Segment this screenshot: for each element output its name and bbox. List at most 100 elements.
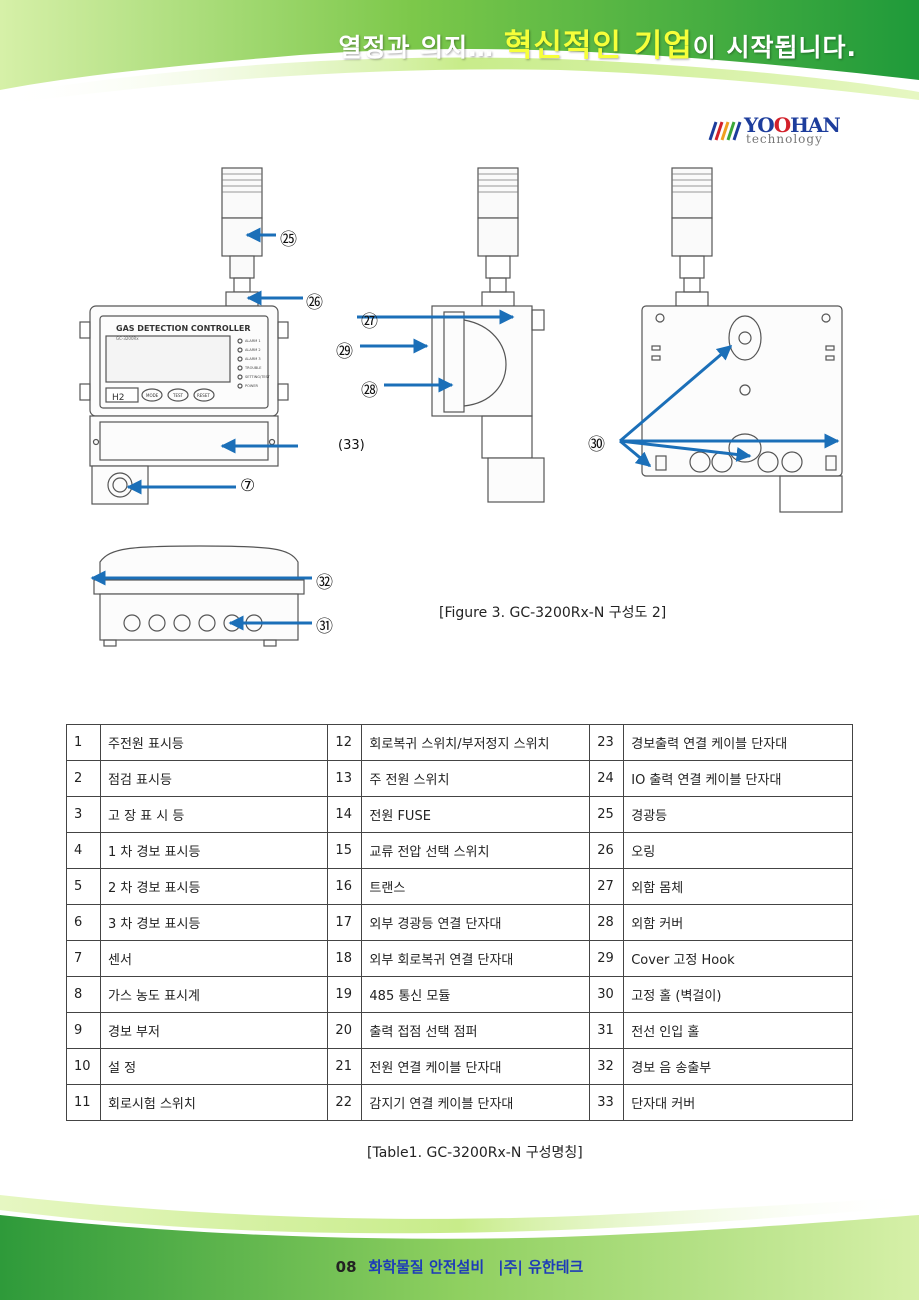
part-number-cell: 29 [589,940,625,977]
part-number-cell: 7 [66,940,101,977]
part-number-cell: 20 [327,1012,363,1049]
table-caption: [Table1. GC-3200Rx-N 구성명칭] [367,1145,583,1161]
part-name-cell: 외함 몸체 [623,868,853,905]
part-name-cell: Cover 고정 Hook [623,940,853,977]
part-number-cell: 1 [66,724,101,761]
part-name-cell: IO 출력 연결 케이블 단자대 [623,760,853,797]
part-number-cell: 12 [327,724,363,761]
callout-30: ㉚ [588,435,605,455]
logo-subtitle: technology [746,132,823,146]
part-name-cell: 고정 홀 (벽걸이) [623,976,853,1013]
callout-7: ⑦ [240,476,256,496]
part-number-cell: 16 [327,868,363,905]
panel-title-text: GAS DETECTION CONTROLLER [116,324,251,333]
part-number-cell: 5 [66,868,101,905]
panel-gas-text: H2 [112,393,125,403]
side-view-drawing [431,167,545,503]
back-view-drawing [641,167,843,513]
panel-reset-button-text: RESET [197,393,210,398]
callout-26: ㉖ [306,293,323,313]
slogan-highlight: 혁신적인 기업 [503,28,693,64]
part-name-cell: 고 장 표 시 등 [99,796,329,833]
indicator-label-setting: SETTING/TEST [245,375,271,379]
part-number-cell: 30 [589,976,625,1013]
indicator-label-alarm1: ALARM 1 [245,339,261,343]
part-number-cell: 26 [589,832,625,869]
callout-32: ㉜ [316,573,333,593]
logo-wordmark-part: YO [744,113,775,137]
part-number-cell: 24 [589,760,625,797]
part-name-cell: 주전원 표시등 [99,724,329,761]
indicator-label-power: POWER [245,384,259,388]
part-name-cell: 경보 부저 [99,1012,329,1049]
header-slogan: 열정과 의지… 혁신적인 기업이 시작됩니다. [338,20,857,65]
indicator-label-alarm3: ALARM 3 [245,357,261,361]
part-name-cell: 교류 전압 선택 스위치 [361,832,591,869]
part-number-cell: 28 [589,904,625,941]
part-number-cell: 32 [589,1048,625,1085]
logo-wordmark-part: O [773,113,791,137]
part-number-cell: 31 [589,1012,625,1049]
callout-25: ㉕ [280,230,297,250]
footer-title: 화학물질 안전설비 [368,1258,485,1276]
callout-28: ㉘ [361,381,378,401]
part-number-cell: 25 [589,796,625,833]
part-name-cell: 출력 접점 선택 점퍼 [361,1012,591,1049]
part-name-cell: 회로복귀 스위치/부저정지 스위치 [361,724,591,761]
slogan-prefix: 열정과 의지… [338,33,504,62]
part-name-cell: 센서 [99,940,329,977]
part-number-cell: 11 [66,1084,101,1121]
slogan-suffix: 이 시작됩니다. [692,33,857,62]
callout-31: ㉛ [316,617,333,637]
part-number-cell: 4 [66,832,101,869]
part-number-cell: 3 [66,796,101,833]
callout-arrows [90,227,840,631]
part-number-cell: 6 [66,904,101,941]
part-name-cell: 경보 음 송출부 [623,1048,853,1085]
part-name-cell: 경광등 [623,796,853,833]
part-name-cell: 485 통신 모듈 [361,976,591,1013]
part-name-cell: 전원 FUSE [361,796,591,833]
part-number-cell: 27 [589,868,625,905]
part-name-cell: 회로시험 스위치 [99,1084,329,1121]
logo-wordmark-part: HAN [790,113,841,137]
part-number-cell: 15 [327,832,363,869]
logo-wordmark: YOOHAN [744,113,841,137]
part-number-cell: 13 [327,760,363,797]
page-number: 08 [335,1258,357,1276]
panel-test-button-text: TEST [172,393,184,398]
front-view-drawing [79,167,289,505]
header-wave-background [0,0,919,105]
part-name-cell: 트랜스 [361,868,591,905]
part-name-cell: 오링 [623,832,853,869]
component-diagram: GAS DETECTION CONTROLLER GC-3200Rx H2 MO… [79,167,843,647]
part-name-cell: 설 정 [99,1048,329,1085]
part-number-cell: 2 [66,760,101,797]
part-name-cell: 외부 경광등 연결 단자대 [361,904,591,941]
part-number-cell: 8 [66,976,101,1013]
part-number-cell: 9 [66,1012,101,1049]
indicator-label-trouble: TROUBLE [244,366,261,370]
footer-wave-background [0,1195,919,1300]
part-name-cell: 단자대 커버 [623,1084,853,1121]
part-name-cell: 2 차 경보 표시등 [99,868,329,905]
front-panel-labels: GAS DETECTION CONTROLLER GC-3200Rx H2 MO… [112,324,271,403]
part-name-cell: 외함 커버 [623,904,853,941]
part-name-cell: 경보출력 연결 케이블 단자대 [623,724,853,761]
part-name-cell: 전원 연결 케이블 단자대 [361,1048,591,1085]
part-number-cell: 33 [589,1084,625,1121]
part-name-cell: 주 전원 스위치 [361,760,591,797]
part-number-cell: 19 [327,976,363,1013]
